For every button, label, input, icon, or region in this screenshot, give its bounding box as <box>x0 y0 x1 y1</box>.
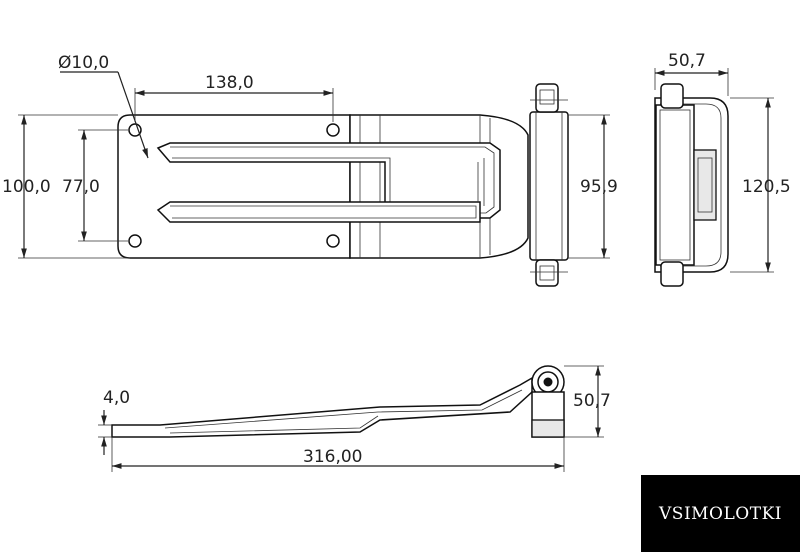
side-pin-bottom <box>660 261 684 287</box>
dim-side-width: 50,7 <box>668 51 706 71</box>
dim-plate-height: 100,0 <box>2 177 51 197</box>
side-knuckle <box>655 104 695 266</box>
dim-hole-spacing-horizontal: 138,0 <box>205 73 254 93</box>
pin-head-top <box>535 83 559 113</box>
dim-hole-spacing-vertical: 77,0 <box>62 177 100 197</box>
dim-total-length: 316,00 <box>303 447 362 467</box>
bottom-view-dimensions: 4,0 316,00 50,7 <box>98 365 611 472</box>
front-view <box>117 83 569 287</box>
dim-knuckle-height: 95,9 <box>580 177 618 197</box>
side-pin-top <box>660 83 684 109</box>
bottom-view <box>111 365 565 438</box>
front-view-dimensions: Ø10,0 138,0 100,0 77,0 95,9 <box>2 53 618 259</box>
dim-side-height: 120,5 <box>742 177 791 197</box>
brand-name: VSIMOLOTKI <box>659 503 782 524</box>
mounting-hole <box>326 123 340 137</box>
dim-side-profile-height: 50,7 <box>573 391 611 411</box>
side-view <box>654 83 729 287</box>
mounting-hole <box>326 234 340 248</box>
dim-plate-thickness: 4,0 <box>103 388 130 408</box>
hinge-plate-outline <box>117 114 351 259</box>
bottom-profile-plate <box>111 376 533 438</box>
side-view-dimensions: 50,7 120,5 <box>654 51 791 273</box>
side-latch <box>693 149 717 221</box>
dim-hole-diameter: Ø10,0 <box>58 53 109 73</box>
mounting-hole <box>128 234 142 248</box>
upper-rib <box>156 142 501 219</box>
lower-rib <box>156 201 481 223</box>
brand-watermark: VSIMOLOTKI <box>641 475 800 552</box>
mounting-hole <box>128 123 142 137</box>
pin-head-bottom <box>535 259 559 287</box>
